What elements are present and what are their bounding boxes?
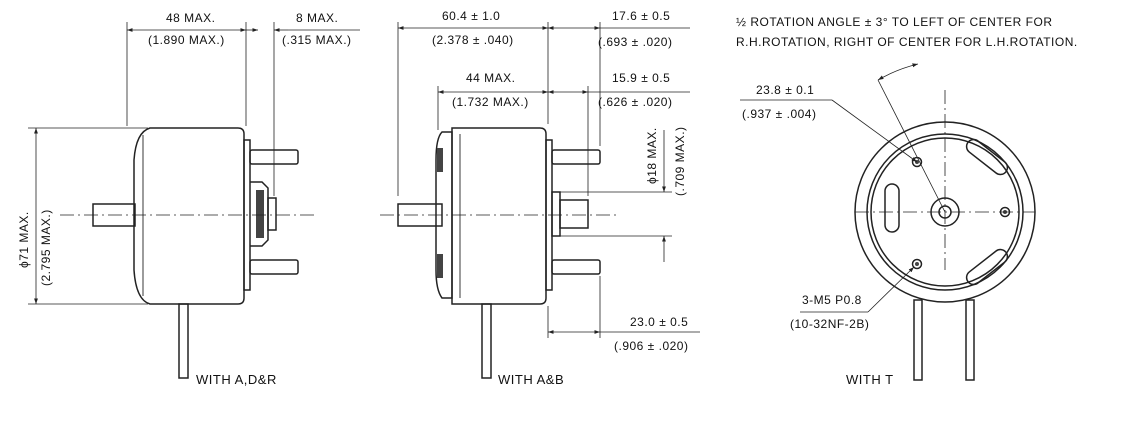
- dim-overall-in: (2.378 ± .040): [432, 33, 514, 47]
- view-ab: 60.4 ± 1.0 (2.378 ± .040) 44 MAX. (1.732…: [380, 9, 700, 387]
- motor-body-adr: [92, 127, 299, 379]
- dim-radius-mm: 23.8 ± 0.1: [756, 83, 814, 97]
- dim-diameter-mm: ϕ71 MAX.: [17, 211, 31, 268]
- dim-terminal-in: (.315 MAX.): [282, 33, 352, 47]
- caption-t: WITH T: [846, 372, 894, 387]
- dimension-lines-t: [740, 63, 1035, 313]
- dim-thread-mm: 3-M5 P0.8: [802, 293, 862, 307]
- dim-lead-in: (.906 ± .020): [614, 339, 688, 353]
- dim-length-mm: 48 MAX.: [166, 11, 216, 25]
- dim-terminal-b-in: (.626 ± .020): [598, 95, 672, 109]
- caption-adr: WITH A,D&R: [196, 372, 277, 387]
- dim-diameter-in: (2.795 MAX.): [39, 209, 53, 286]
- view-adr: 48 MAX. (1.890 MAX.) 8 MAX. (.315 MAX.) …: [17, 11, 360, 387]
- dim-lead-mm: 23.0 ± 0.5: [630, 315, 688, 329]
- motor-body-ab: [397, 127, 601, 379]
- dim-terminal-a-in: (.693 ± .020): [598, 35, 672, 49]
- rotation-note-line1: ½ ROTATION ANGLE ± 3° TO LEFT OF CENTER …: [736, 15, 1053, 29]
- dim-thread-in: (10-32NF-2B): [790, 317, 869, 331]
- view-t: ½ ROTATION ANGLE ± 3° TO LEFT OF CENTER …: [736, 15, 1078, 387]
- dim-overall-mm: 60.4 ± 1.0: [442, 9, 500, 23]
- dim-terminal-mm: 8 MAX.: [296, 11, 338, 25]
- dimension-lines-adr: [28, 22, 360, 305]
- caption-ab: WITH A&B: [498, 372, 564, 387]
- dim-hub-mm: ϕ18 MAX.: [645, 127, 659, 184]
- rotation-note-line2: R.H.ROTATION, RIGHT OF CENTER FOR L.H.RO…: [736, 35, 1078, 49]
- end-view-t: [854, 121, 1036, 381]
- dim-terminal-b-mm: 15.9 ± 0.5: [612, 71, 670, 85]
- dim-hub-in: (.709 MAX.): [673, 126, 687, 196]
- dim-radius-in: (.937 ± .004): [742, 107, 816, 121]
- dim-body-mm: 44 MAX.: [466, 71, 516, 85]
- dimension-lines-ab: [380, 22, 700, 338]
- dim-terminal-a-mm: 17.6 ± 0.5: [612, 9, 670, 23]
- dim-length-in: (1.890 MAX.): [148, 33, 225, 47]
- dim-body-in: (1.732 MAX.): [452, 95, 529, 109]
